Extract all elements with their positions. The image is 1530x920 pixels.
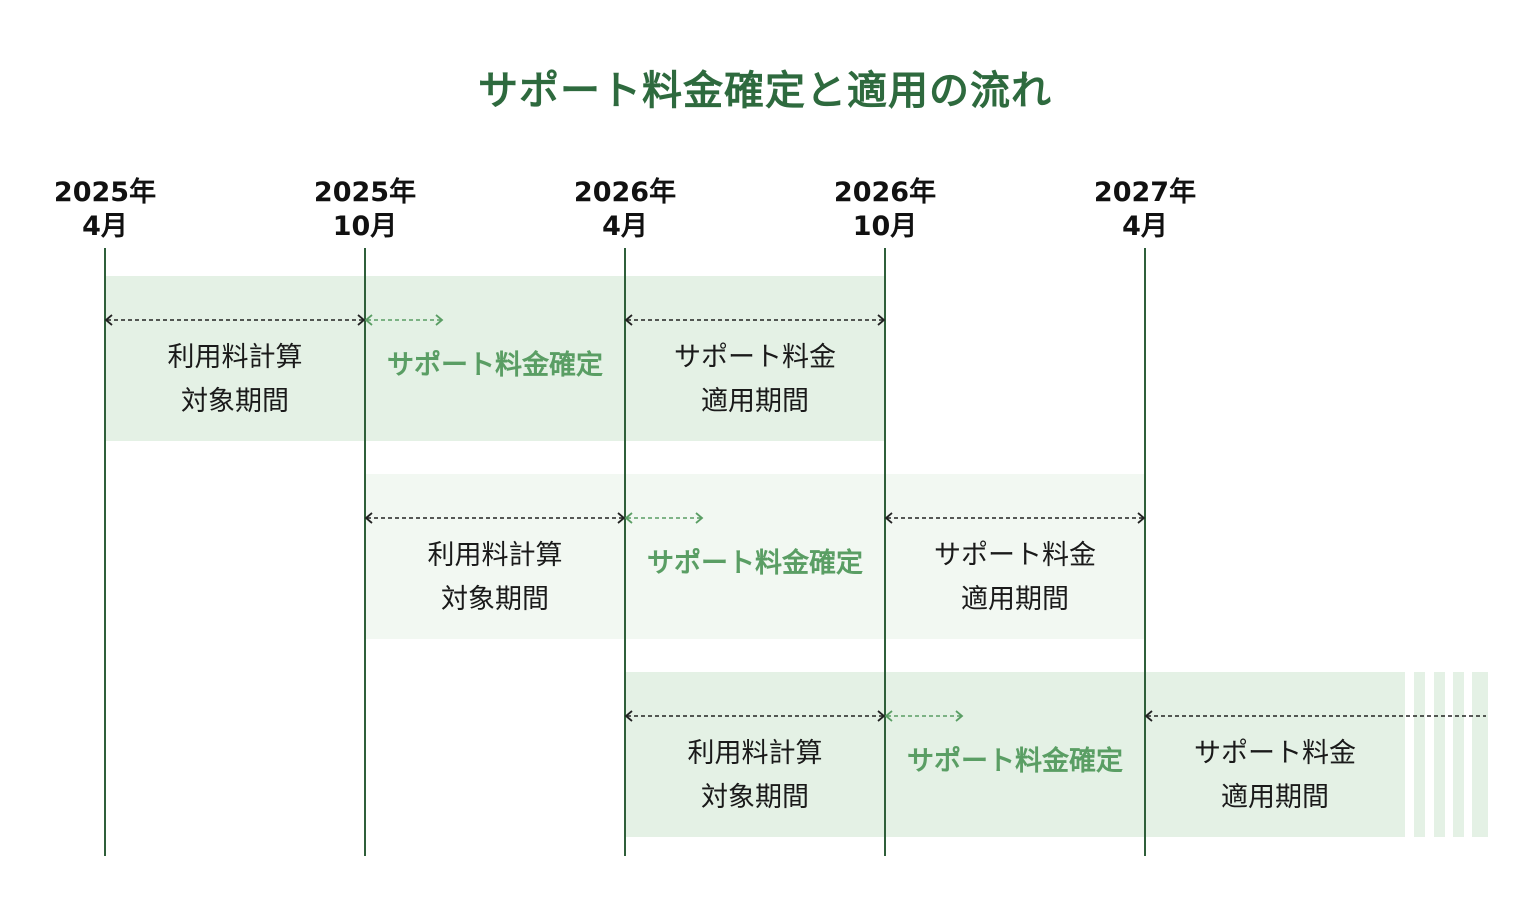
row-band: [625, 672, 1405, 837]
continuation-stripe: [1472, 672, 1483, 837]
label-line: 利用料計算: [427, 540, 563, 571]
confirm-arrow: [364, 314, 444, 326]
date-year: 2026年: [573, 177, 677, 208]
timeline-divider: [364, 248, 366, 856]
confirm-arrow: [884, 710, 964, 722]
timeline-divider: [104, 248, 106, 856]
label-line: 適用期間: [701, 386, 809, 417]
label-line: 利用料計算: [167, 342, 303, 373]
diagram-title: サポート料金確定と適用の流れ: [478, 68, 1052, 114]
date-month: 10月: [332, 211, 398, 242]
apply-period-label: サポート料金適用期間: [625, 336, 885, 424]
confirm-label: サポート料金確定: [907, 746, 1123, 777]
continuation-stripe: [1482, 672, 1488, 837]
date-month: 10月: [852, 211, 918, 242]
timeline-divider: [1144, 248, 1146, 856]
continuation-stripe: [1414, 672, 1425, 837]
label-line: 適用期間: [1221, 782, 1329, 813]
date-year: 2026年: [833, 177, 937, 208]
date-month: 4月: [82, 211, 128, 242]
continuation-stripe: [1453, 672, 1464, 837]
date-month: 4月: [1122, 211, 1168, 242]
label-line: 対象期間: [181, 386, 289, 417]
row-band: [365, 474, 1145, 639]
label-line: 利用料計算: [687, 738, 823, 769]
apply-period-arrow: [884, 512, 1146, 524]
calc-period-label: 利用料計算対象期間: [105, 336, 365, 424]
date-year: 2027年: [1093, 177, 1197, 208]
date-year: 2025年: [313, 177, 417, 208]
timeline-divider: [884, 248, 886, 856]
label-line: サポート料金: [1194, 738, 1356, 769]
apply-period-label: サポート料金適用期間: [1145, 732, 1405, 820]
label-line: サポート料金: [674, 342, 836, 373]
calc-period-arrow: [364, 512, 626, 524]
apply-period-label: サポート料金適用期間: [885, 534, 1145, 622]
confirm-label: サポート料金確定: [387, 350, 603, 381]
calc-period-label: 利用料計算対象期間: [625, 732, 885, 820]
row-band: [105, 276, 885, 441]
continuation-stripe: [1434, 672, 1445, 837]
label-line: 対象期間: [701, 782, 809, 813]
calc-period-arrow: [624, 710, 886, 722]
label-line: 適用期間: [961, 584, 1069, 615]
confirm-label: サポート料金確定: [647, 548, 863, 579]
calc-period-label: 利用料計算対象期間: [365, 534, 625, 622]
calc-period-arrow: [104, 314, 366, 326]
apply-period-arrow: [1144, 710, 1486, 722]
date-month: 4月: [602, 211, 648, 242]
label-line: サポート料金: [934, 540, 1096, 571]
confirm-arrow: [624, 512, 704, 524]
label-line: 対象期間: [441, 584, 549, 615]
timeline-divider: [624, 248, 626, 856]
apply-period-arrow: [624, 314, 886, 326]
date-year: 2025年: [53, 177, 157, 208]
